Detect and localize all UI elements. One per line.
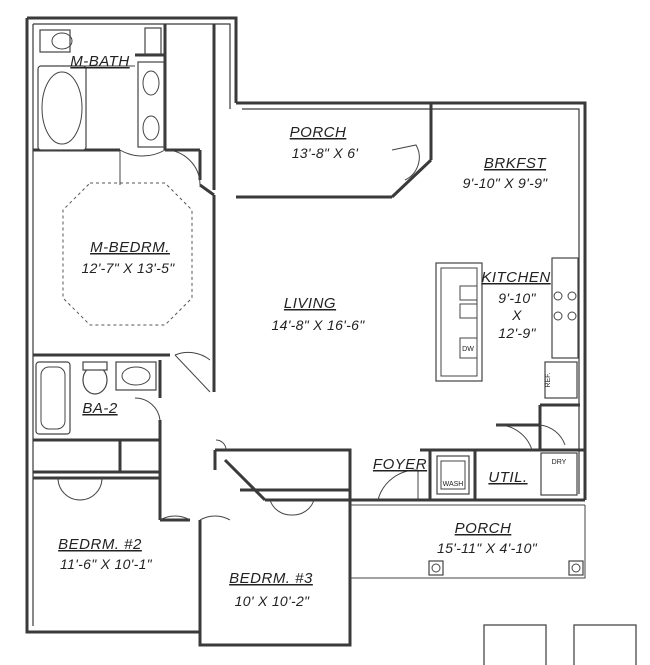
porch-front-dims: 15'-11" X 4'-10": [437, 540, 538, 556]
bedrm-3-label: BEDRM. #3: [229, 570, 313, 587]
kitchen-fixtures: [435, 257, 579, 399]
kitchen-dims-3: 12'-9": [498, 325, 536, 341]
m-bath-label: M-BATH: [70, 53, 129, 70]
porch-posts: [428, 560, 584, 576]
brkfst-label: BRKFST: [484, 155, 548, 172]
door-swings: [57, 144, 566, 521]
living-label: LIVING: [284, 295, 336, 312]
bedrm-2-dims: 11'-6" X 10'-1": [60, 556, 153, 572]
util-label: UTIL.: [488, 469, 527, 486]
dryer-label: DRY: [552, 459, 567, 466]
master-bath-fixtures: [37, 27, 165, 151]
kitchen-label: KITCHEN: [481, 269, 550, 286]
utility-fixtures: [436, 452, 578, 496]
ba-2-label: BA-2: [82, 400, 118, 417]
kitchen-dims-1: 9'-10": [498, 290, 536, 306]
bedrm-3-dims: 10' X 10'-2": [235, 593, 310, 609]
porch-rear-label: PORCH: [290, 124, 347, 141]
cropped-box-left: [483, 624, 547, 665]
refrigerator-label: REF.: [545, 372, 552, 387]
foyer-label: FOYER: [373, 456, 427, 473]
kitchen-dims-2: X: [511, 307, 522, 323]
dishwasher-label: DW: [462, 346, 474, 353]
living-dims: 14'-8" X 16'-6": [272, 317, 366, 333]
bedrm-2-label: BEDRM. #2: [58, 536, 142, 553]
brkfst-dims: 9'-10" X 9'-9": [463, 175, 549, 191]
porch-front-label: PORCH: [455, 520, 512, 537]
cropped-box-right: [573, 624, 637, 665]
bath-2-fixtures: [35, 361, 157, 435]
washer-label: WASH: [443, 481, 464, 488]
exterior-walls: [25, 16, 587, 647]
porch-rear-dims: 13'-8" X 6': [292, 145, 360, 161]
m-bedrm-label: M-BEDRM.: [90, 239, 170, 256]
m-bedrm-dims: 12'-7" X 13'-5": [82, 260, 176, 276]
